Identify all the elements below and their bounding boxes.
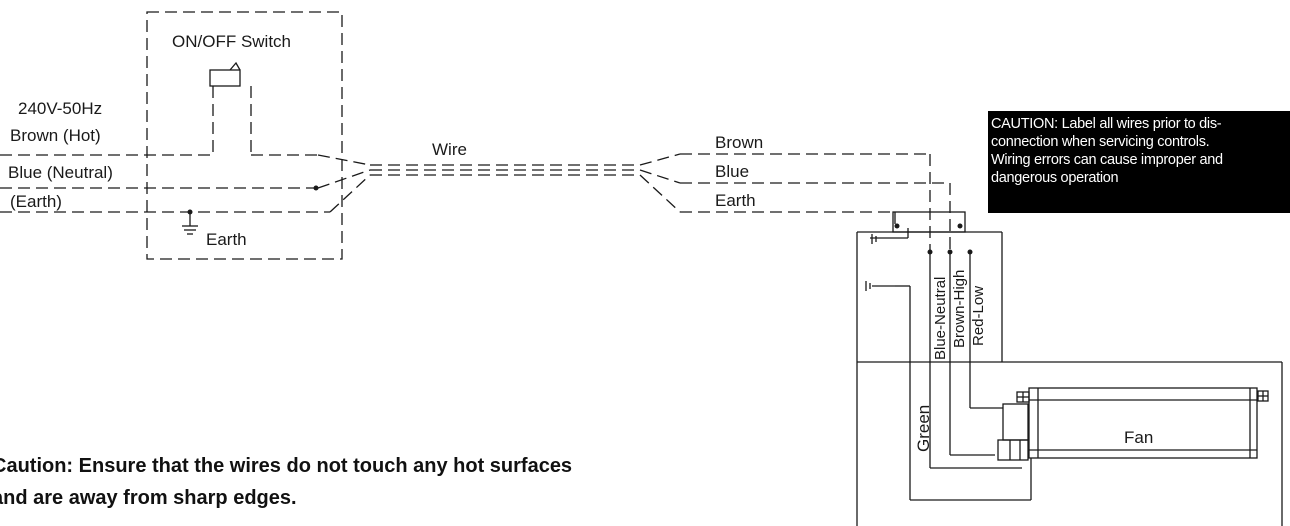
- fan-label: Fan: [1124, 428, 1153, 447]
- caution-line: dangerous operation: [991, 170, 1119, 186]
- controller-box: [856, 211, 1003, 362]
- caution-note: Caution: Ensure that the wires do not to…: [0, 450, 760, 514]
- capacitor-block: [997, 391, 1030, 461]
- caution-note-line: and are away from sharp edges.: [0, 487, 297, 509]
- neutral-label: Blue (Neutral): [8, 163, 113, 182]
- caution-note-line: Caution: Ensure that the wires do not to…: [0, 455, 573, 477]
- hot-label: Brown (Hot): [10, 126, 101, 145]
- switch-symbol: [209, 61, 252, 155]
- switch-enclosure: [146, 11, 343, 260]
- switch-label: ON/OFF Switch: [172, 32, 291, 51]
- fan-housing: [856, 361, 1283, 526]
- earth-ground-label: Earth: [206, 230, 247, 249]
- fan-body: [1028, 387, 1269, 459]
- caution-line: CAUTION: Label all wires prior to dis-: [991, 116, 1222, 132]
- incoming-wires: [0, 153, 951, 252]
- supply-label: 240V-50Hz: [18, 99, 102, 118]
- earth-in-label: (Earth): [10, 192, 62, 211]
- red-low-label: Red-Low: [970, 286, 987, 346]
- brown-label: Brown: [715, 133, 763, 152]
- terminal-dots: [187, 185, 973, 255]
- wire-label: Wire: [432, 140, 467, 159]
- caution-box: CAUTION: Label all wires prior to dis- c…: [988, 111, 1290, 213]
- brown-high-label: Brown-High: [951, 270, 968, 348]
- green-label: Green: [914, 405, 933, 452]
- blue-label: Blue: [715, 162, 749, 181]
- caution-line: Wiring errors can cause improper and: [991, 152, 1223, 168]
- earth-ground-symbol: [182, 212, 198, 235]
- caution-line: connection when servicing controls.: [991, 134, 1210, 150]
- earth-out-label: Earth: [715, 191, 756, 210]
- blue-neutral-label: Blue-Neutral: [932, 277, 949, 360]
- control-wires: [909, 252, 1032, 501]
